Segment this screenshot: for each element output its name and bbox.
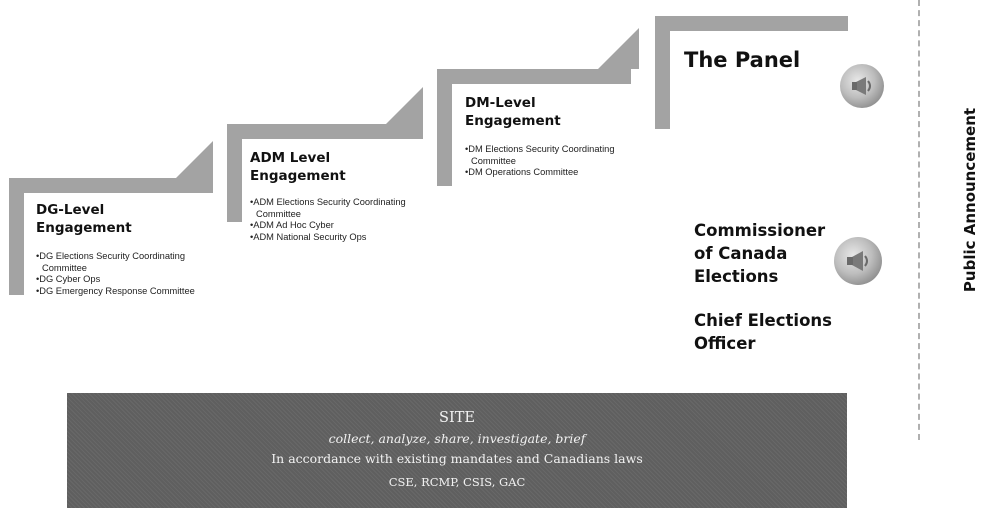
step-title: ADM Level Engagement [250,149,346,185]
site-verbs: collect, analyze, share, investigate, br… [328,431,586,446]
text-line: Commissioner [694,221,826,240]
list-item: DG Emergency Response Committee [36,286,206,298]
megaphone-icon [840,64,884,108]
list-item: DG Elections Security Coordinating Commi… [36,251,206,274]
text-line: Elections [694,267,779,286]
site-mandate: In accordance with existing mandates and… [271,451,643,466]
commissioner-label: Commissioner of Canada Elections [694,219,825,288]
text-line: of Canada [694,244,788,263]
site-foundation-box: SITE collect, analyze, share, investigat… [67,393,847,508]
step-corner [598,28,639,69]
list-item: ADM Elections Security Coordinating Comm… [250,197,422,220]
text-line: Chief Elections [694,311,832,330]
step-title-line: Engagement [465,113,561,129]
megaphone-icon [834,237,882,285]
megaphone-icon-glyph [847,251,868,271]
list-item: ADM Ad Hoc Cyber [250,220,422,232]
public-announcement-label: Public Announcement [961,107,979,293]
chief-elections-officer-label: Chief Elections Officer [694,309,832,355]
step-list: ADM Elections Security Coordinating Comm… [250,197,422,243]
step-title-line: ADM Level [250,150,331,166]
step-list: DG Elections Security Coordinating Commi… [36,251,206,297]
step-title-line: DM-Level [465,95,536,111]
megaphone-icon-glyph [852,77,871,95]
step-body [670,31,848,129]
step-corner [386,87,423,124]
step-title: DM-Level Engagement [465,94,561,130]
list-item: DM Elections Security Coordinating Commi… [465,144,630,167]
dashed-divider [918,0,920,440]
list-item: DG Cyber Ops [36,274,206,286]
panel-title: The Panel [684,48,801,72]
step-list: DM Elections Security Coordinating Commi… [465,144,630,179]
site-organizations: CSE, RCMP, CSIS, GAC [388,475,526,489]
step-corner [176,141,213,178]
list-item: ADM National Security Ops [250,232,422,244]
step-title-line: Engagement [250,168,346,184]
site-title: SITE [439,410,475,426]
step-title-line: DG-Level [36,202,105,218]
text-line: Officer [694,334,756,353]
step-title: DG-Level Engagement [36,201,132,237]
list-item: DM Operations Committee [465,167,630,179]
step-title-line: Engagement [36,220,132,236]
